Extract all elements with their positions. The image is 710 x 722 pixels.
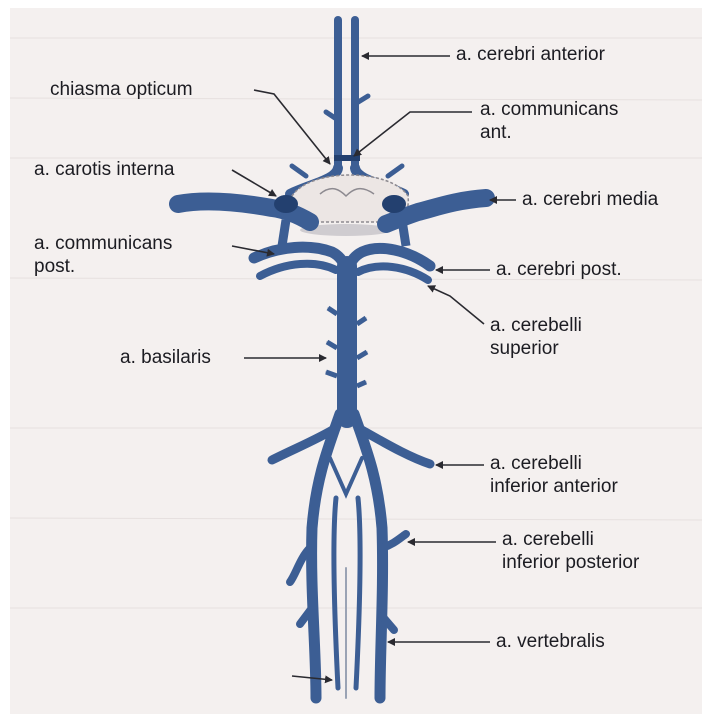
- label-chiasma-opticum: chiasma opticum: [50, 78, 193, 101]
- arteria-cerebelli-inferior-anterior: [272, 428, 430, 464]
- label-carotis-interna: a. carotis interna: [34, 158, 174, 181]
- label-cerebelli-inferior-posterior: a. cerebelli inferior posterior: [502, 528, 639, 574]
- arteria-basilaris: [326, 266, 367, 418]
- label-vertebralis: a. vertebralis: [496, 630, 605, 653]
- label-cerebelli-superior: a. cerebelli superior: [490, 314, 582, 360]
- arteria-cerebri-anterior: [290, 20, 404, 194]
- label-communicans-anterior: a. communicans ant.: [480, 98, 618, 144]
- arteria-vertebralis: [312, 414, 383, 698]
- label-basilaris: a. basilaris: [120, 346, 211, 369]
- label-communicans-posterior: a. communicans post.: [34, 232, 172, 278]
- label-cerebri-media: a. cerebri media: [522, 188, 658, 211]
- leader-lines: [232, 56, 516, 680]
- label-cerebri-posterior: a. cerebri post.: [496, 258, 622, 281]
- label-cerebelli-inferior-anterior: a. cerebelli inferior anterior: [490, 452, 618, 498]
- circle-of-willis-figure: a. cerebri anterior chiasma opticum a. c…: [10, 8, 702, 714]
- label-cerebri-anterior: a. cerebri anterior: [456, 43, 605, 66]
